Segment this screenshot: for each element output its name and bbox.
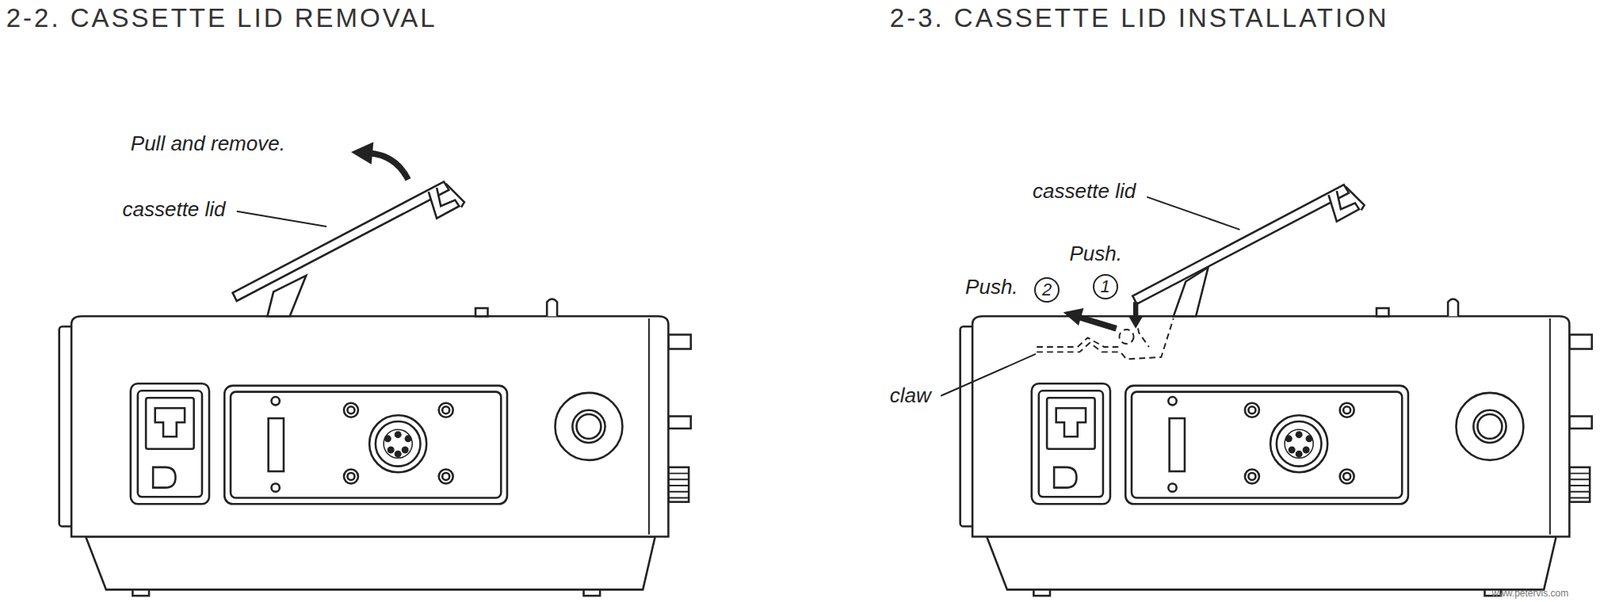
hidden-claw-outline [1036,308,1174,359]
push-arrowhead [1128,316,1143,329]
cassette-deck [59,298,692,596]
push-arrowhead [1063,308,1085,326]
part-name: cassette lid [122,198,226,222]
watermark: www.petervis.com [1492,588,1570,600]
leader-line [940,354,1036,397]
part-name: cassette lid [1032,179,1136,203]
cassette-lid [232,181,450,302]
callout-number: 1 [1092,274,1119,300]
push-arrow [1133,301,1138,319]
leader-line [1146,197,1240,230]
action-note: Push. [965,275,1019,299]
callout-text: 2 [1042,281,1052,299]
section-heading: 2-3. CASSETTE LID INSTALLATION [889,3,1390,33]
leader-line [236,211,327,227]
cassette-lid [1132,184,1349,305]
pull-arrow [369,152,409,180]
section-heading: 2-2. CASSETTE LID REMOVAL [6,3,438,33]
pull-arrowhead [351,141,374,165]
push-arrow [1079,317,1116,329]
part-name: claw [889,384,932,408]
callout-number: 2 [1034,277,1060,303]
callout-text: 1 [1099,278,1110,296]
action-note: Push. [1069,242,1123,266]
action-note: Pull and remove. [130,132,286,156]
cassette-deck [960,298,1593,596]
